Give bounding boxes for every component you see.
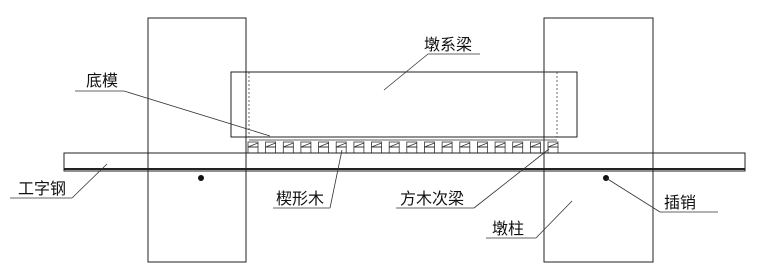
leader-wedge-wood — [329, 149, 343, 209]
leader-pier-tie-beam — [383, 53, 429, 91]
timber-piece — [530, 146, 541, 154]
timber-piece — [371, 146, 382, 154]
wedge-slope — [300, 142, 312, 148]
label-i-beam: 工字钢 — [18, 179, 66, 198]
label-bottom-form: 底模 — [86, 71, 118, 90]
wedge-slope — [441, 142, 453, 148]
timber-piece — [512, 146, 524, 154]
wedge-slope — [406, 142, 417, 148]
wedge-slope — [459, 142, 470, 148]
wedge-block — [512, 141, 524, 154]
timber-piece — [318, 146, 330, 154]
wedge-block — [282, 141, 294, 154]
wedge-block — [547, 141, 559, 154]
wedge-block — [406, 141, 418, 154]
wedge-block — [388, 141, 400, 154]
wedge-slope — [547, 142, 559, 148]
wedge-block — [353, 141, 365, 154]
pier-tie-beam — [230, 71, 578, 138]
timber-piece — [547, 146, 559, 154]
wedge-block — [247, 141, 259, 154]
wedge-block — [494, 141, 506, 154]
i-beam — [63, 152, 746, 172]
wedge-slope — [424, 142, 435, 148]
wedge-slope — [530, 142, 541, 148]
wedge-block — [459, 141, 471, 154]
timber-piece — [247, 146, 259, 154]
wedge-block — [424, 141, 435, 154]
wedge-slope — [336, 142, 347, 148]
wedge-block — [265, 141, 277, 154]
timber-piece — [300, 146, 312, 154]
wedge-block — [441, 141, 453, 154]
wedge-slope — [353, 142, 365, 148]
wedge-slope — [371, 142, 382, 148]
wedge-block — [530, 141, 541, 154]
wedge-slope — [389, 142, 400, 148]
wedge-slope — [283, 142, 294, 148]
leader-timber-beam — [473, 148, 550, 209]
label-pin: 插销 — [664, 193, 696, 212]
label-wedge-wood: 楔形木 — [276, 189, 324, 208]
leader-i-beam — [71, 163, 108, 199]
timber-piece — [476, 146, 488, 154]
right-pier-column — [543, 17, 654, 263]
wedge-slope — [494, 142, 506, 148]
label-pier-tie-beam: 墩系梁 — [424, 35, 472, 54]
timber-piece — [494, 146, 506, 154]
timber-piece — [459, 146, 471, 154]
wedge-block — [318, 141, 330, 154]
timber-piece — [265, 146, 277, 154]
wedge-block — [371, 141, 382, 154]
label-pier-column: 墩柱 — [492, 219, 524, 238]
leader-pin — [605, 177, 661, 213]
wedge-slope — [477, 142, 488, 148]
timber-piece — [282, 146, 294, 154]
label-timber-secondary-beam: 方木次梁 — [400, 189, 464, 208]
wedge-block — [476, 141, 488, 154]
wedge-block — [335, 141, 347, 154]
left-pier-column — [147, 17, 247, 263]
leader-pier-column — [535, 200, 573, 239]
leader-bottom-form — [123, 90, 271, 137]
wedge-block-row — [247, 141, 559, 154]
pin-left — [198, 175, 204, 181]
timber-piece — [406, 146, 418, 154]
wedge-block — [300, 141, 312, 154]
wedge-slope — [318, 142, 329, 148]
timber-piece — [441, 146, 453, 154]
timber-piece — [388, 146, 400, 154]
wedge-slope — [512, 142, 523, 148]
timber-piece — [424, 146, 435, 154]
wedge-slope — [247, 142, 259, 148]
timber-piece — [353, 146, 365, 154]
wedge-slope — [265, 142, 276, 148]
